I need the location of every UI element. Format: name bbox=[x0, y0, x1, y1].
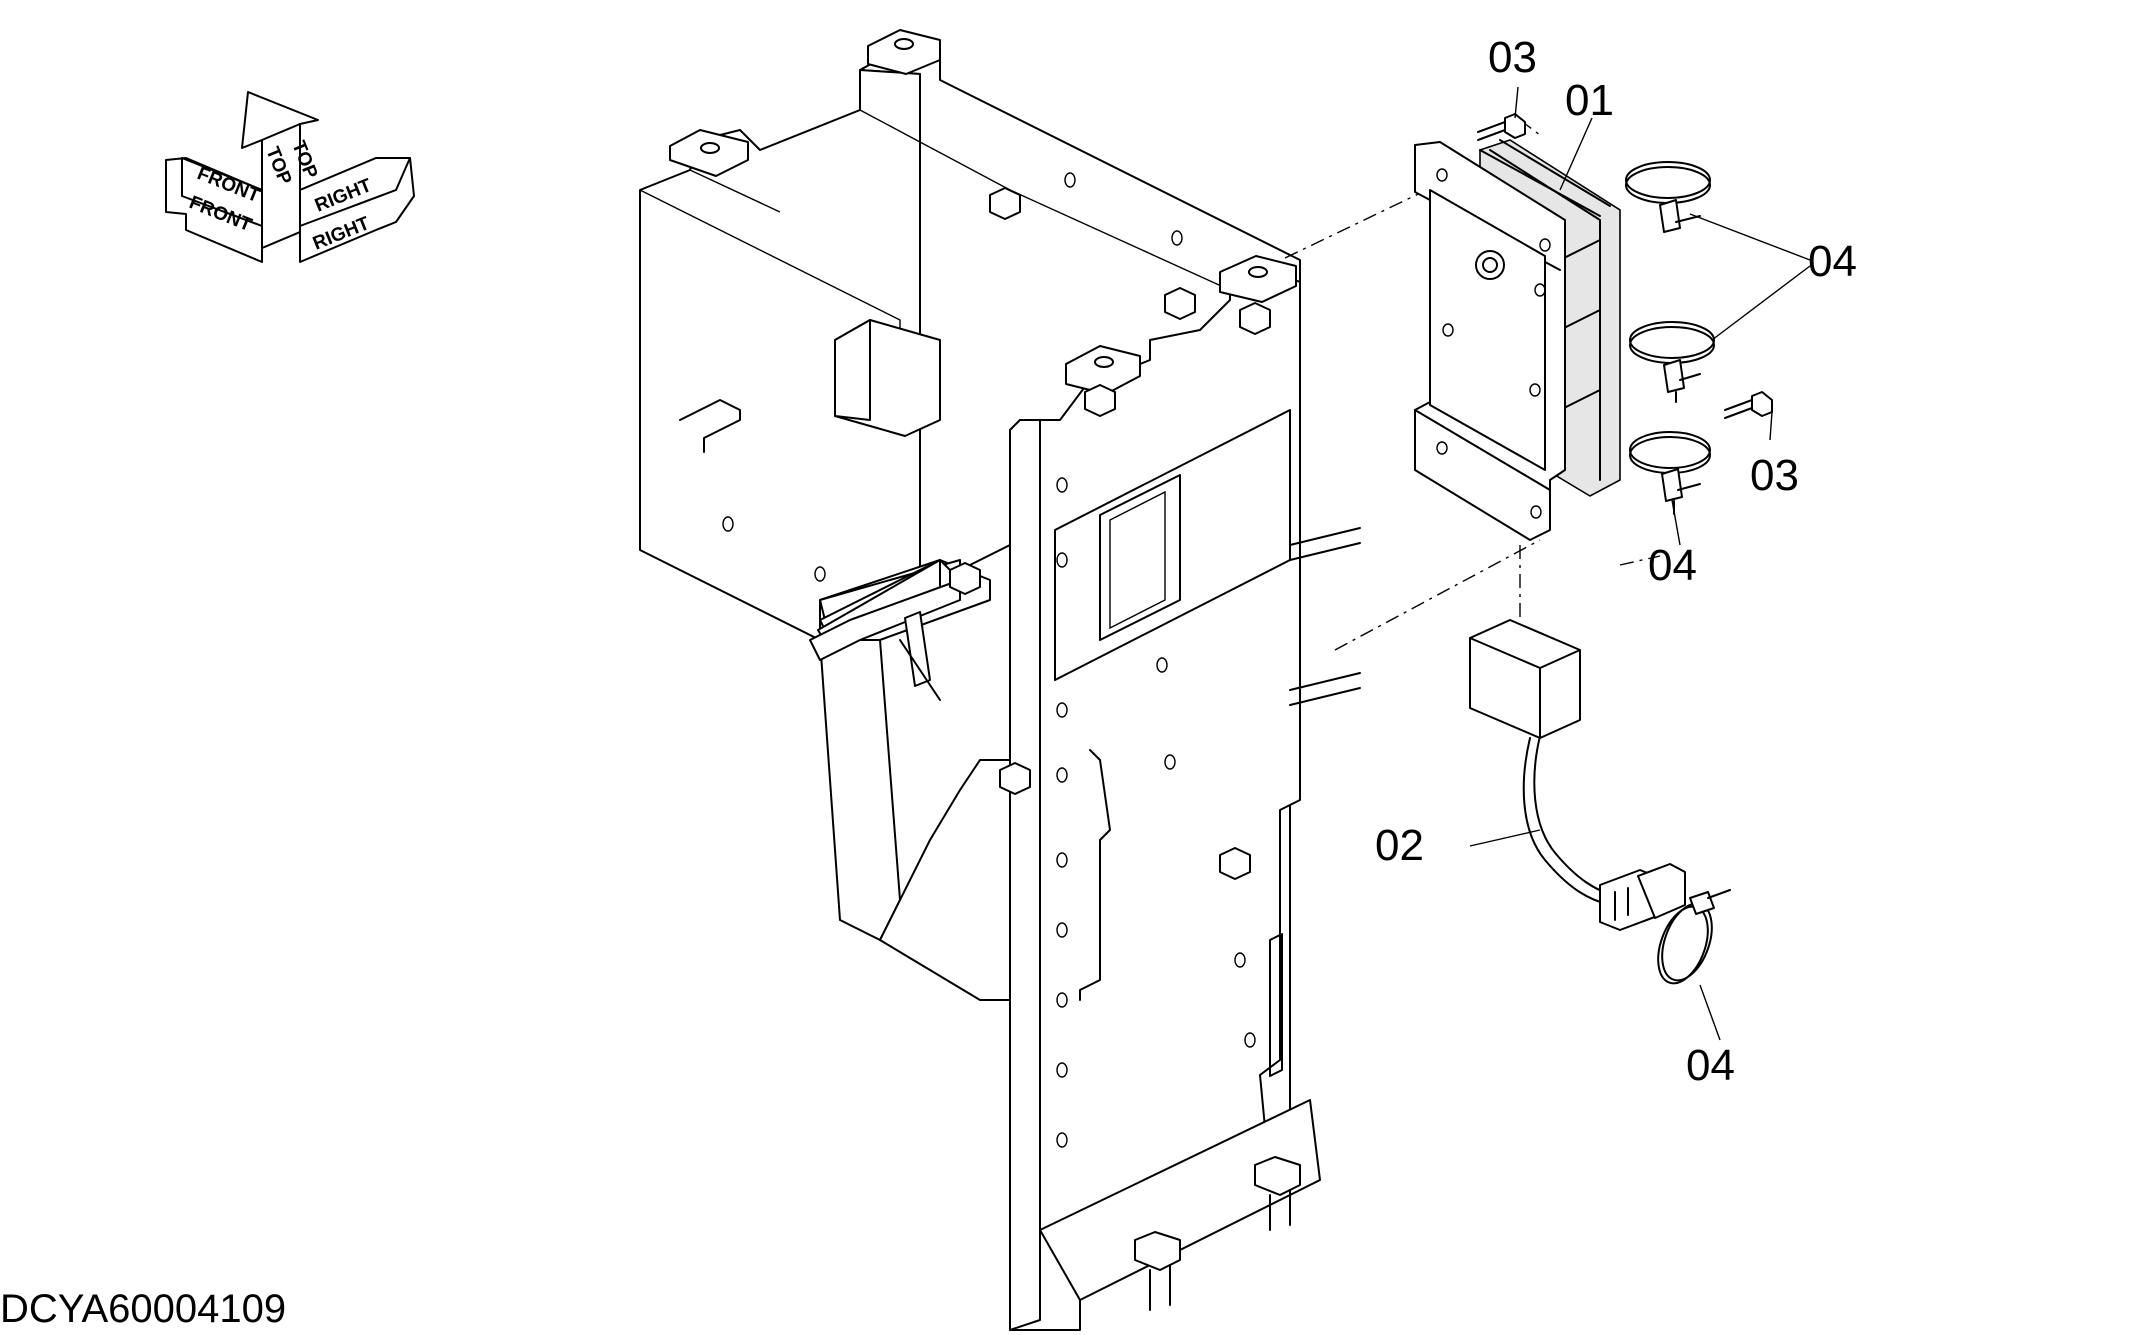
callout-04-harness: 04 bbox=[1686, 1041, 1735, 1090]
callout-01: 01 bbox=[1565, 76, 1614, 125]
callout-03-right: 03 bbox=[1750, 451, 1799, 500]
wire-harness bbox=[1469, 619, 1731, 985]
bolt-right bbox=[1724, 391, 1773, 419]
cable-tie-3 bbox=[1629, 431, 1711, 515]
callout-02: 02 bbox=[1375, 821, 1424, 870]
callout-04-lower: 04 bbox=[1648, 541, 1697, 590]
drawing-id: DCYA60004109 bbox=[0, 1287, 286, 1331]
assembly-lines bbox=[1284, 119, 1661, 651]
cable-tie-1 bbox=[1625, 161, 1711, 233]
callout-labels: 03 01 04 03 04 02 04 bbox=[1375, 33, 1857, 1090]
orientation-indicator: FRONT FRONT TOP TOP RIGHT RIGHT bbox=[165, 91, 415, 263]
callout-03-upper: 03 bbox=[1488, 33, 1537, 82]
callout-04-group: 04 bbox=[1808, 237, 1857, 286]
leader-lines bbox=[1469, 86, 1811, 1041]
cable-tie-2 bbox=[1629, 321, 1715, 403]
bolt-upper bbox=[1477, 113, 1526, 141]
mounting-frame bbox=[639, 29, 1361, 1331]
controller-unit bbox=[1414, 139, 1621, 541]
